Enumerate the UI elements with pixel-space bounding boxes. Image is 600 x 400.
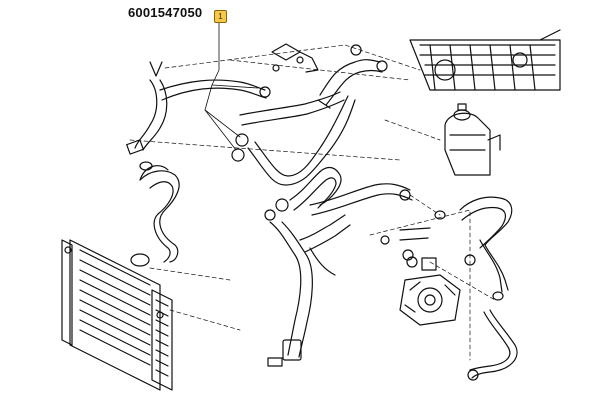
engine-outlet-hose [275, 166, 413, 216]
heater-hose-pair [231, 59, 383, 186]
part-number-label: 6001547050 [128, 5, 203, 20]
engine-block [409, 29, 561, 91]
lower-radiator-hose [264, 209, 351, 367]
dashed-guides [129, 44, 496, 361]
callout-marker: 1 [214, 10, 227, 23]
radiator-hose [130, 161, 180, 267]
expansion-tank [444, 103, 501, 176]
water-pump-assembly [380, 235, 461, 326]
clip-bracket-top [271, 43, 319, 73]
radiator [61, 239, 173, 391]
upper-bypass-hose [126, 61, 267, 155]
hose-clamps [259, 44, 479, 381]
right-heater-hoses [399, 196, 518, 379]
leader-lines [204, 21, 259, 151]
